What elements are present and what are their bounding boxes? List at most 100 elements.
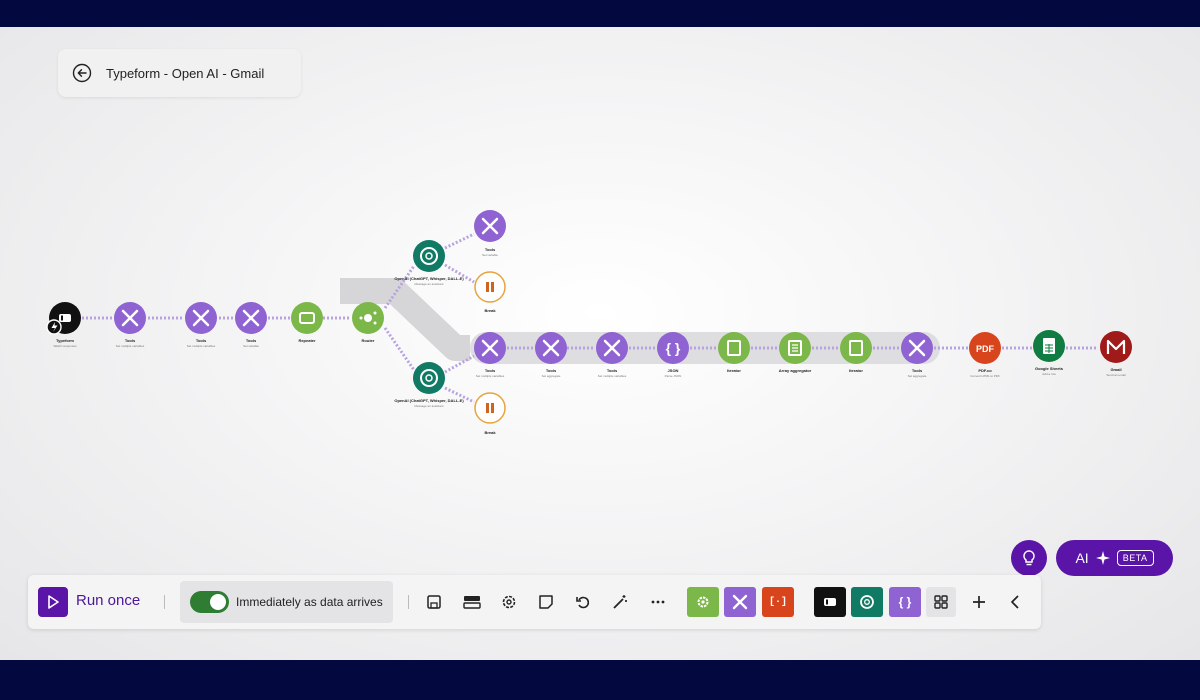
module-label: Tools (485, 368, 496, 373)
run-once-button[interactable] (38, 587, 68, 617)
scenario-settings-button[interactable] (495, 588, 523, 616)
module-sub: Watch responses (53, 344, 77, 348)
gmail-icon (1106, 339, 1126, 354)
module-google-sheets[interactable]: Google Sheets Add a row (1033, 330, 1065, 376)
module-tools-c[interactable]: Tools Set multiple variables (596, 332, 628, 378)
tools-icon (481, 339, 499, 357)
module-label: Gmail (1110, 367, 1121, 372)
module-label: Break (484, 308, 496, 313)
module-label: Break (484, 430, 496, 435)
apps-grid-icon (934, 595, 948, 609)
json-icon: { } (666, 340, 681, 356)
module-tools-b[interactable]: Tools Set aggregate (535, 332, 567, 378)
ai-label: AI (1075, 550, 1089, 566)
auto-align-button[interactable] (458, 588, 486, 616)
module-tools-top[interactable]: Tools Set variable (474, 210, 506, 257)
module-label: JSON (668, 368, 679, 373)
module-gmail[interactable]: Gmail Send an email (1100, 331, 1132, 377)
module-openai-bottom[interactable]: OpenAI (ChatGPT, Whisper, DALL-E) Messag… (394, 362, 464, 408)
beta-badge: BETA (1116, 550, 1154, 566)
more-button[interactable] (644, 588, 672, 616)
module-break-bottom[interactable]: Break (474, 392, 506, 435)
scheduling-control[interactable]: Immediately as data arrives (180, 581, 393, 623)
json-icon: { } (898, 595, 912, 609)
module-sub: Set multiple variables (476, 374, 505, 378)
json-favorite[interactable]: { } (889, 587, 921, 617)
flow-control-favorite[interactable] (687, 587, 719, 617)
module-label: Array aggregator (779, 368, 812, 373)
module-sub: Set aggregate (542, 374, 561, 378)
module-tools-3[interactable]: Tools Set variable (235, 302, 267, 348)
module-sub: Message an assistant (414, 404, 443, 408)
openai-icon (420, 247, 438, 265)
router-icon (364, 314, 372, 322)
module-tools-a[interactable]: Tools Set multiple variables (474, 332, 506, 378)
tools-icon (732, 594, 748, 610)
module-sub: Set multiple variables (116, 344, 145, 348)
module-sub: Add a row (1042, 372, 1056, 376)
undo-button[interactable] (569, 588, 597, 616)
route-highlight-main (470, 332, 940, 364)
module-break-top[interactable]: Break (474, 271, 506, 313)
module-sub: Parse JSON (665, 374, 682, 378)
module-json[interactable]: { } JSON Parse JSON (657, 332, 689, 378)
module-tools-d[interactable]: Tools Set aggregate (901, 332, 933, 378)
module-label: Tools (546, 368, 557, 373)
scenario-flow: Typeform Watch responses Tools Set multi… (46, 210, 1132, 435)
module-label: Tools (125, 338, 136, 343)
plus-icon (973, 596, 985, 608)
scenario-toolbar: Run once Immediately as data arrives (28, 575, 1041, 629)
iterator-icon (727, 340, 741, 356)
back-arrow-icon[interactable] (72, 63, 92, 83)
sparkle-icon (1095, 551, 1110, 565)
module-sub: Convert HTML to PDF (970, 374, 1000, 378)
hints-button[interactable] (1011, 540, 1047, 576)
repeater-icon (299, 312, 315, 324)
apps-grid-button[interactable] (926, 587, 956, 617)
module-label: Iterator (849, 368, 863, 373)
module-label: Tools (196, 338, 207, 343)
module-tools-2[interactable]: Tools Set multiple variables (185, 302, 217, 348)
typeform-favorite[interactable] (814, 587, 846, 617)
openai-favorite[interactable] (851, 587, 883, 617)
module-sub: Set aggregate (908, 374, 927, 378)
module-sub: Set variable (243, 344, 259, 348)
module-array-aggregator[interactable]: Array aggregator (779, 332, 812, 373)
pdf-icon: PDF (976, 344, 995, 354)
tools-favorite[interactable] (724, 587, 756, 617)
scenario-canvas[interactable]: Typeform - Open AI - Gmail Typeform Watc… (0, 27, 1200, 660)
module-label: PDF.co (978, 368, 992, 373)
iterator-icon (849, 340, 863, 356)
module-label: Google Sheets (1035, 366, 1064, 371)
module-pdfco[interactable]: PDF PDF.co Convert HTML to PDF (969, 332, 1001, 378)
module-iterator-1[interactable]: Iterator (718, 332, 750, 373)
save-button[interactable] (420, 588, 448, 616)
magic-wand-button[interactable] (606, 588, 634, 616)
module-sub: Message an assistant (414, 282, 443, 286)
module-label: Tools (607, 368, 618, 373)
run-once-label[interactable]: Run once (76, 592, 141, 609)
notes-button[interactable] (532, 588, 560, 616)
scenario-title: Typeform - Open AI - Gmail (106, 65, 265, 81)
module-openai-top[interactable]: OpenAI (ChatGPT, Whisper, DALL-E) Messag… (394, 240, 464, 286)
add-module-button[interactable] (965, 588, 993, 616)
pause-icon (486, 282, 489, 292)
top-bar (0, 0, 1200, 27)
module-iterator-2[interactable]: Iterator (840, 332, 872, 373)
align-icon (463, 596, 481, 609)
gear-icon (697, 596, 709, 608)
tools-icon (542, 339, 560, 357)
module-label: Router (362, 338, 375, 343)
magic-wand-icon (613, 595, 627, 609)
module-repeater[interactable]: Repeater (291, 302, 323, 343)
array-favorite[interactable]: [·] (762, 587, 794, 617)
module-router[interactable]: Router (352, 302, 384, 343)
module-tools-1[interactable]: Tools Set multiple variables (114, 302, 146, 348)
schedule-toggle[interactable] (190, 591, 229, 613)
collapse-toolbar-button[interactable] (1002, 588, 1030, 616)
module-typeform[interactable]: Typeform Watch responses (46, 302, 81, 348)
lightbulb-icon (1023, 550, 1035, 566)
module-sub: Set variable (482, 253, 498, 257)
ai-assistant-button[interactable]: AI BETA (1056, 540, 1173, 576)
module-label: OpenAI (ChatGPT, Whisper, DALL-E) (394, 398, 464, 403)
